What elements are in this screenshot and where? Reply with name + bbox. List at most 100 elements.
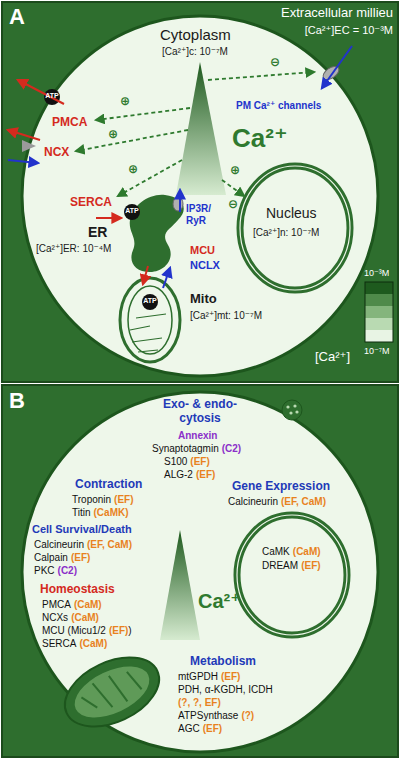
protein-label: (EF) [114, 494, 133, 506]
legend-band [365, 306, 393, 318]
mitochondrion: Mito [Ca²⁺]mt: 10⁻⁷M [118, 278, 288, 362]
protein-label: ATPSynthase [178, 710, 238, 722]
protein-label: CaMK [262, 546, 290, 558]
protein-label: S100 [164, 456, 187, 468]
protein-label: NCXs [42, 612, 68, 624]
function-heading: Cell Survival/Death [32, 523, 132, 536]
cell-membrane [22, 16, 378, 376]
cell-membrane [22, 392, 378, 752]
node-heading: Nucleus [266, 205, 317, 221]
protein-label: ALG-2 [164, 469, 193, 481]
legend-band [365, 318, 393, 330]
channel-label: PM Ca²⁺ channels [236, 100, 321, 112]
panel-background [2, 2, 398, 382]
function-heading: (?, ?, EF) [178, 697, 221, 709]
protein-label: (EF) [109, 625, 128, 637]
cristae [130, 314, 166, 352]
protein-label: PDH, α-KGDH, ICDH [178, 684, 273, 696]
transporter-label: NCX [44, 146, 69, 160]
function-heading: Annexin [178, 430, 217, 442]
panel: Nucleus [Ca²⁺]n: 10⁻⁷M ER [Ca²⁺]ER: 10⁻⁴M Mi… [2, 2, 398, 382]
regulation-symbol: ⊕ [120, 95, 130, 109]
atp-label: ATP [142, 297, 158, 305]
node-heading: Metabolism [190, 655, 256, 669]
atp-circle [142, 294, 158, 310]
mitochondrion [54, 644, 170, 741]
regulation-symbol: ⊖ [270, 56, 280, 70]
channel-label: IP3R/ RyR [186, 203, 222, 226]
regulation-symbol: ⊕ [230, 164, 240, 178]
node-text: [Ca²⁺]c: 10⁻⁷M [162, 46, 228, 58]
protein-label: (CaM) [79, 638, 107, 650]
transporter-label: PMCA [52, 116, 87, 130]
nuclear-envelope [237, 515, 347, 635]
regulation-symbol: ⊕ [128, 163, 138, 177]
protein-label: Calcineurin [228, 496, 278, 508]
protein-label: Troponin [72, 494, 111, 506]
protein-label: (EF) [196, 469, 215, 481]
ip3r-release-arrow [179, 190, 181, 212]
legend-text: 10⁻³M [364, 268, 389, 278]
protein-label: PMCA [42, 599, 71, 611]
nuclear-envelope-gap [237, 515, 347, 635]
node-text: [Ca²⁺]n: 10⁻⁷M [253, 227, 319, 239]
node-text: [Ca²⁺]mt: 10⁻⁷M [190, 310, 262, 322]
protein-label: (CaM) [293, 546, 321, 558]
protein-label: (EF, CaM) [87, 539, 132, 551]
protein-label: (EF, CaM) [281, 496, 326, 508]
atp-label: ATP [124, 207, 140, 215]
calcium-peak [176, 62, 226, 195]
regulation-symbol: ⊖ [228, 198, 238, 212]
function-heading: Contraction [75, 478, 142, 492]
serca-arrow [96, 217, 121, 219]
atp-label: ATP [44, 92, 60, 100]
node-heading: Ca²⁺ [198, 590, 241, 613]
protein-label: (EF) [221, 671, 240, 683]
node-text: [Ca²⁺]EC = 10⁻³M [305, 24, 393, 37]
mcu-arrow [143, 266, 148, 284]
protein-label: (?) [241, 710, 254, 722]
nuclear-envelope-gap [240, 166, 350, 290]
legend-text: 10⁻⁷M [364, 346, 390, 356]
protein-label: mtGPDH [178, 671, 218, 683]
transporter-label: MCU [190, 244, 215, 257]
node-heading: ER [88, 224, 107, 240]
function-heading: Homeostasis [40, 583, 115, 597]
protein-label: Titin [72, 507, 91, 519]
protein-label: SERCA [42, 638, 76, 650]
node-text: [Ca²⁺]ER: 10⁻⁴M [36, 243, 111, 255]
legend-band [365, 294, 393, 306]
node-text: Ca²⁺ [232, 124, 288, 154]
protein-label: (EF) [190, 456, 209, 468]
ncx-efflux-arrow [8, 130, 40, 140]
protein-label: AGC [178, 723, 200, 735]
protein-label: (C2) [222, 443, 241, 455]
feedback-arrow [76, 130, 188, 151]
protein-label: DREAM [262, 560, 298, 572]
node-heading: B [9, 388, 25, 413]
protein-label: Calcineurin [34, 539, 84, 551]
protein-label: (EF) [203, 723, 222, 735]
er-shape [130, 195, 184, 272]
nucleus: Nucleus [Ca²⁺]n: 10⁻⁷M [240, 166, 350, 290]
protein-label: (CaM) [71, 612, 99, 624]
ncx-influx-arrow [8, 160, 38, 163]
calcium-peak [160, 530, 200, 640]
vesicle [282, 400, 302, 420]
feedback-arrow [222, 180, 244, 196]
protein-label: (CaMK) [94, 507, 129, 519]
legend-title: [Ca²⁺] [315, 350, 350, 365]
nuclear-envelope [240, 166, 350, 290]
node-text: Extracellular millieu [281, 6, 393, 21]
protein-label: Synaptotagmin [152, 443, 219, 455]
feedback-arrow [96, 108, 190, 120]
ip3r-channel [173, 197, 183, 211]
protein-label: MCU (Micu1/2 [42, 625, 106, 637]
feedback-arrow [208, 72, 314, 80]
protein-label: Exo- & endo- cytosis [156, 398, 244, 426]
regulation-symbol: ⊕ [108, 128, 118, 142]
protein-label: (C2) [58, 565, 77, 577]
node-heading: Mito [190, 292, 217, 307]
